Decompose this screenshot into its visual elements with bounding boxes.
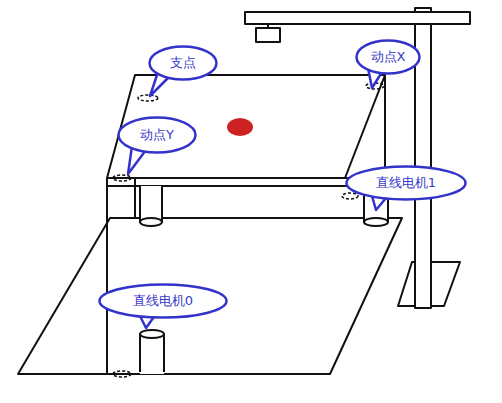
bubble-ellipse — [150, 47, 217, 80]
bubble-ellipse — [357, 41, 420, 74]
callout-bubble: 直线电机0 — [98, 283, 228, 319]
callout-text: 动点Y — [140, 127, 174, 143]
camera — [256, 28, 280, 42]
camera-arm — [245, 12, 470, 24]
camera-mount — [267, 24, 269, 28]
plate-edge — [106, 178, 108, 186]
bubble-ellipse — [347, 167, 466, 200]
callout-text: 支点 — [170, 55, 196, 71]
bubble-ellipse — [119, 118, 196, 153]
linear-motor-0 — [140, 330, 164, 374]
ball — [227, 118, 253, 136]
callout-text: 动点X — [371, 49, 406, 65]
joint-marks — [113, 83, 384, 377]
bubble-ellipse — [100, 285, 227, 318]
callout-bubble: 支点 — [148, 45, 218, 81]
rod — [106, 178, 108, 374]
callout-bubble: 直线电机1 — [345, 165, 467, 201]
base-plane — [18, 218, 402, 374]
moving-plate — [107, 75, 385, 178]
callout-text: 直线电机1 — [376, 175, 436, 191]
callout-bubble: 动点Y — [117, 116, 197, 154]
callout-bubble: 动点X — [355, 39, 421, 75]
cylinder — [140, 186, 162, 226]
callout-text: 直线电机0 — [133, 293, 193, 309]
